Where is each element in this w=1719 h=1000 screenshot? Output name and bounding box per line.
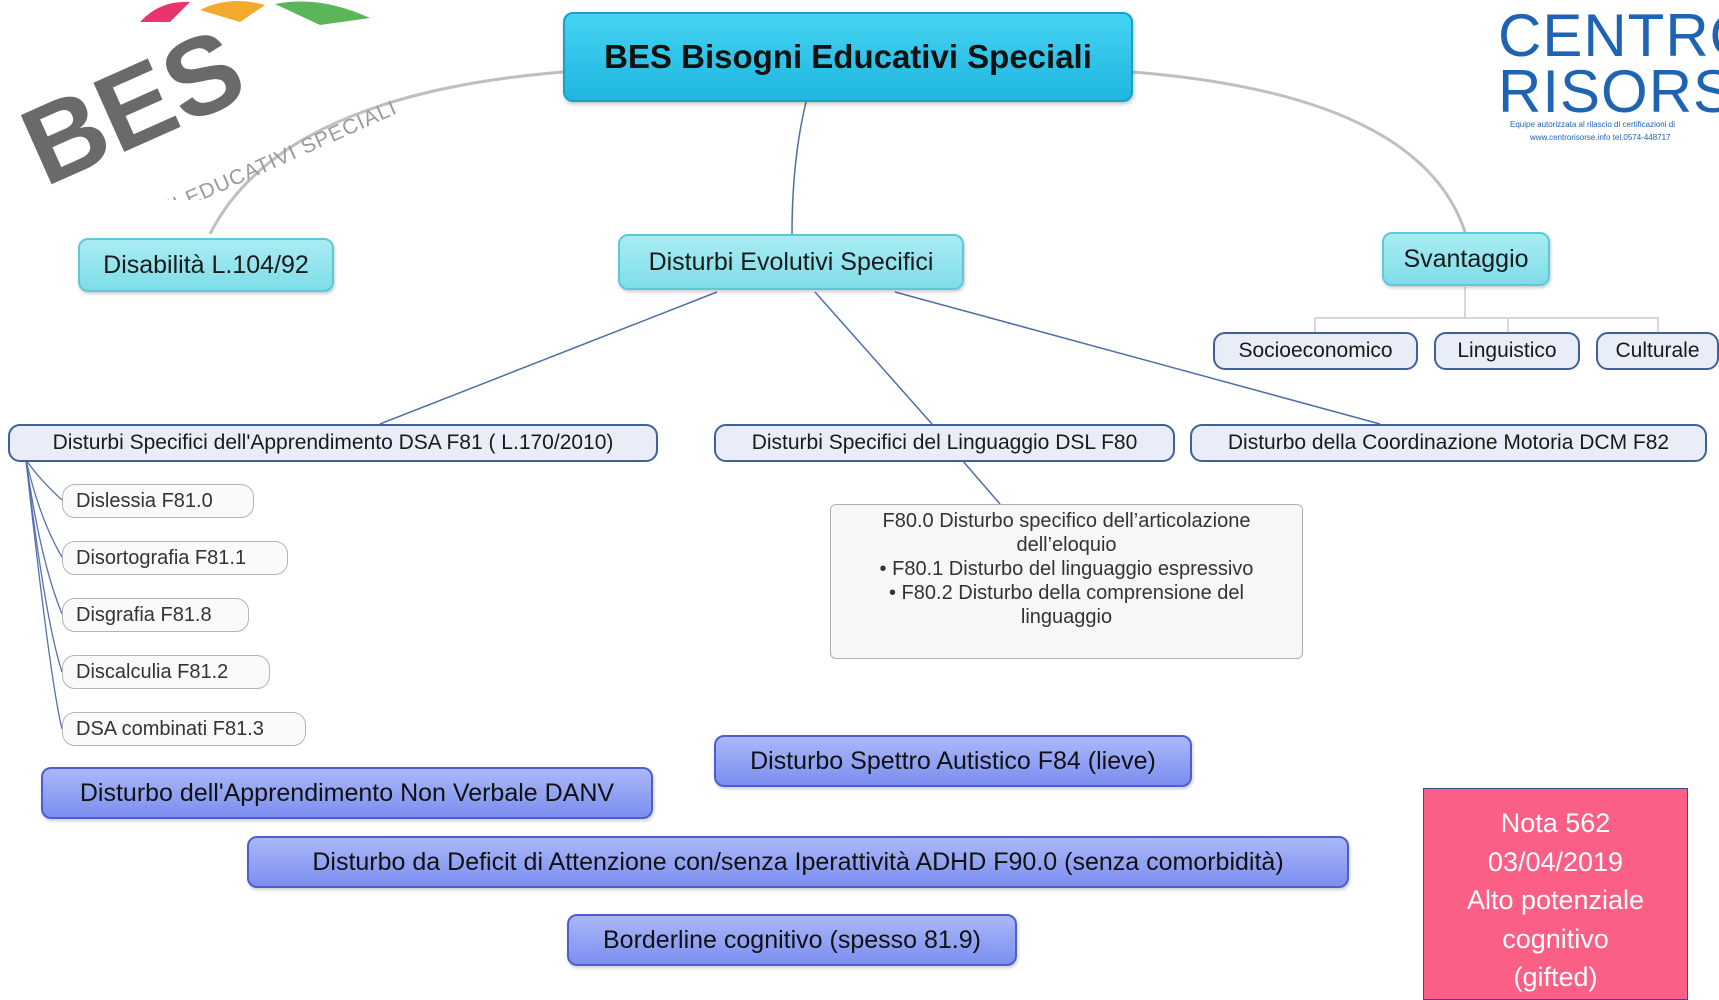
dsl-desc-line: • F80.1 Disturbo del linguaggio espressi…: [879, 558, 1254, 580]
node-disgrafia[interactable]: Disgrafia F81.8: [62, 598, 249, 632]
nota-line: cognitivo: [1502, 923, 1609, 954]
nota-line: 03/04/2019: [1487, 846, 1624, 877]
node-svantaggio[interactable]: Svantaggio: [1382, 232, 1550, 286]
root-node-bes[interactable]: BES Bisogni Educativi Speciali: [563, 12, 1133, 102]
dsl-desc-line: dell’eloquio: [1016, 534, 1117, 556]
node-danv[interactable]: Disturbo dell'Apprendimento Non Verbale …: [41, 767, 653, 819]
centro-logo-small2: www.centrorisorse.info tel.0574-448717: [1530, 133, 1671, 142]
node-dcm[interactable]: Disturbo della Coordinazione Motoria DCM…: [1190, 424, 1707, 462]
node-borderline[interactable]: Borderline cognitivo (spesso 81.9): [567, 914, 1017, 966]
nota-line: Alto potenziale: [1466, 885, 1645, 915]
node-linguistico[interactable]: Linguistico: [1434, 332, 1580, 370]
node-dsa-combinati[interactable]: DSA combinati F81.3: [62, 712, 306, 746]
bes-logo: BES BISOGNI EDUCATIVI SPECIALI: [5, 1, 400, 200]
node-disturbi-evolutivi-specifici[interactable]: Disturbi Evolutivi Specifici: [618, 234, 964, 290]
node-discalculia[interactable]: Discalculia F81.2: [62, 655, 270, 689]
node-dsa[interactable]: Disturbi Specifici dell'Apprendimento DS…: [8, 424, 658, 462]
node-culturale[interactable]: Culturale: [1596, 332, 1719, 370]
node-disabilita[interactable]: Disabilità L.104/92: [78, 238, 334, 292]
node-dsl[interactable]: Disturbi Specifici del Linguaggio DSL F8…: [714, 424, 1175, 462]
nota-gifted-box: Nota 562 03/04/2019 Alto potenziale cogn…: [1423, 788, 1688, 1000]
nota-line: (gifted): [1513, 962, 1598, 992]
node-autismo[interactable]: Disturbo Spettro Autistico F84 (lieve): [714, 735, 1192, 787]
centro-logo-line1: CENTRO: [1498, 2, 1719, 69]
dsl-desc-line: • F80.2 Disturbo della comprensione del: [889, 582, 1244, 604]
nota-line: Nota 562: [1500, 808, 1611, 838]
node-socioeconomico[interactable]: Socioeconomico: [1213, 332, 1418, 370]
centro-logo-small1: Equipe autorizzata al rilascio di certif…: [1510, 120, 1675, 129]
node-disortografia[interactable]: Disortografia F81.1: [62, 541, 288, 575]
node-dislessia[interactable]: Dislessia F81.0: [62, 484, 254, 518]
dsl-description-box: F80.0 Disturbo specifico dell’articolazi…: [830, 504, 1303, 659]
node-adhd[interactable]: Disturbo da Deficit di Attenzione con/se…: [247, 836, 1349, 888]
dsl-desc-line: linguaggio: [1020, 606, 1113, 628]
dsl-desc-line: F80.0 Disturbo specifico dell’articolazi…: [882, 510, 1251, 532]
